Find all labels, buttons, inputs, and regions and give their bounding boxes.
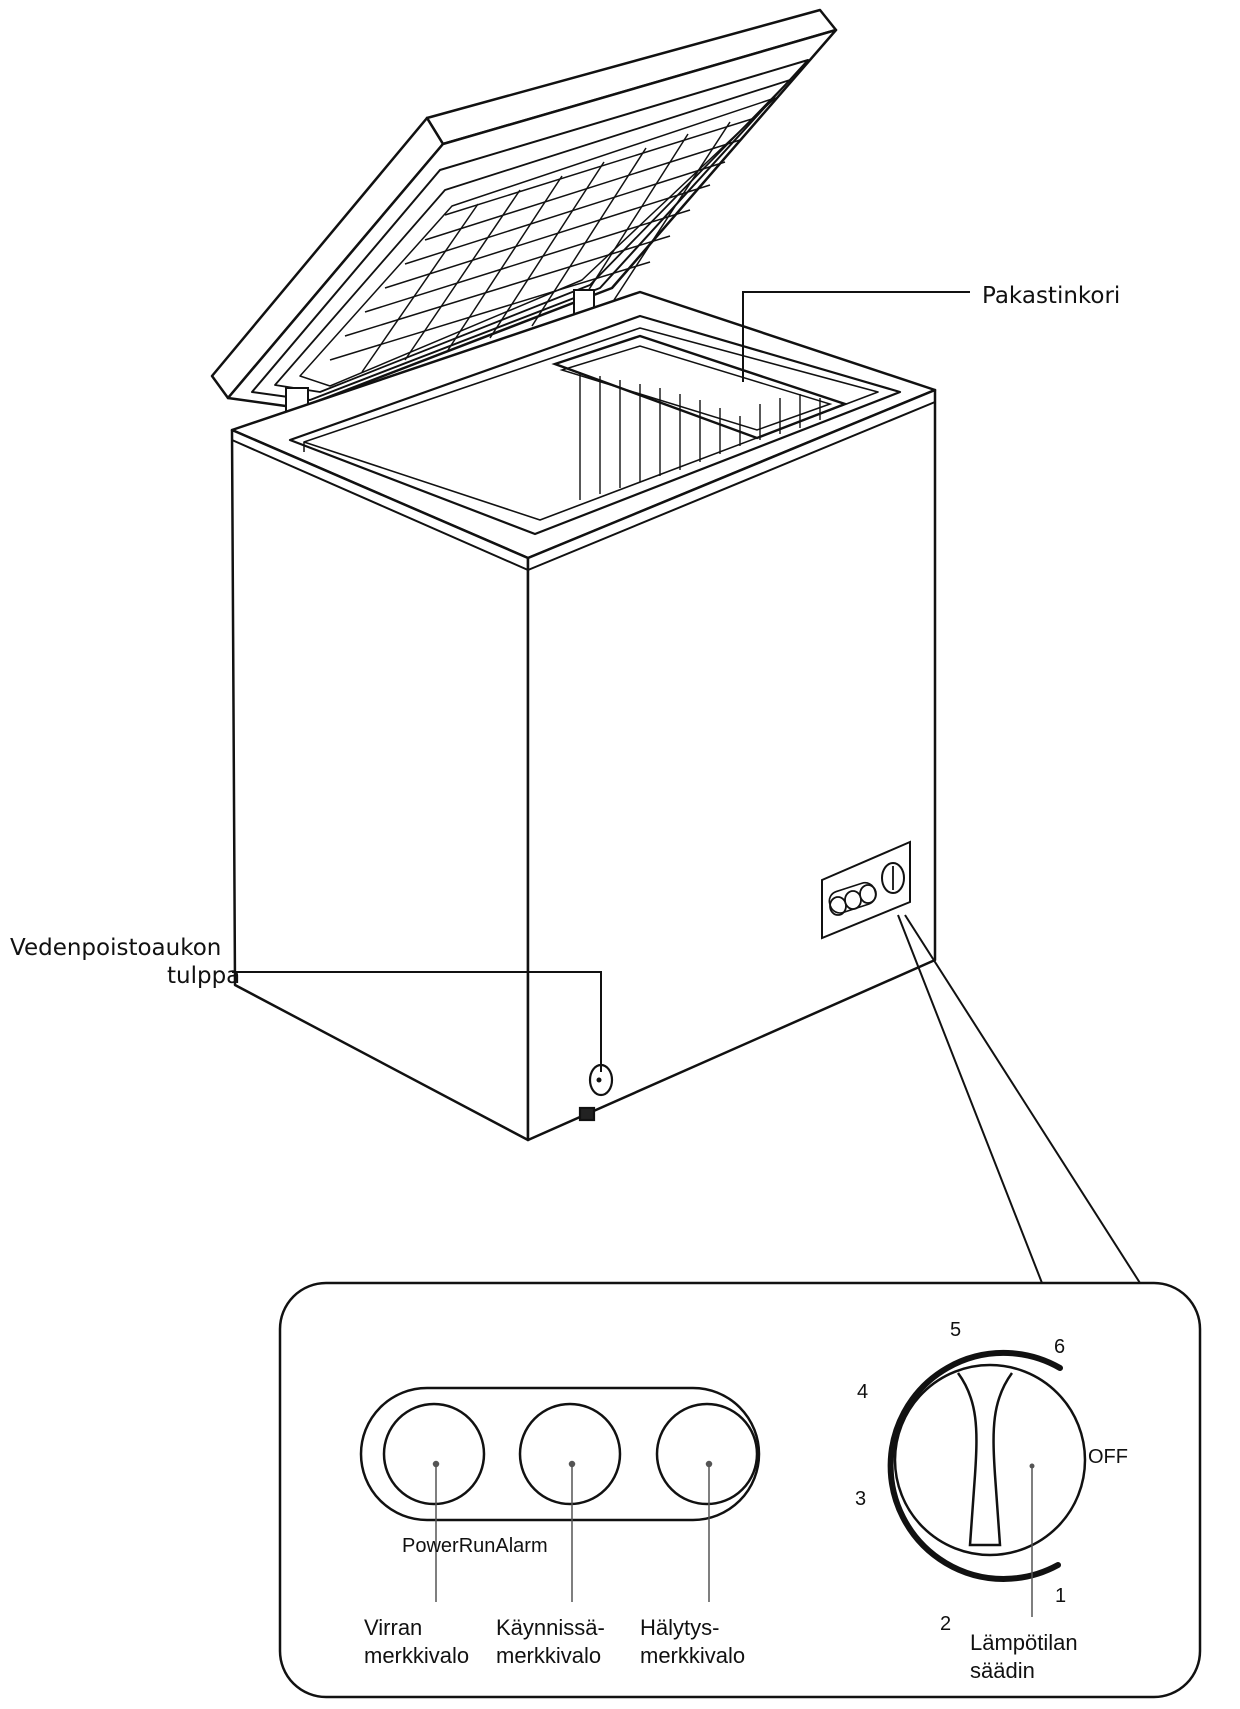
freezer-lid (210, 8, 838, 410)
indicator-pointers (432, 1460, 713, 1602)
control-panel-small (821, 840, 911, 940)
run-light (518, 1402, 622, 1506)
power-light-label-line1: Virran (364, 1615, 422, 1640)
drain-plug-label-line2: tulppa (167, 963, 240, 989)
alarm-light-label-line2: merkkivalo (640, 1643, 745, 1668)
drain-plug-label-line1: Vedenpoistoaukon (10, 935, 221, 961)
dial-setting-3: 3 (855, 1488, 866, 1510)
dial-setting-4: 4 (857, 1381, 868, 1403)
basket-label: Pakastinkori (982, 283, 1120, 309)
lights-caption: PowerRunAlarm (402, 1535, 548, 1557)
run-light-label-line2: merkkivalo (496, 1643, 601, 1668)
dial-setting-1: 1 (1055, 1585, 1066, 1607)
alarm-light (655, 1402, 759, 1506)
power-light-label-line2: merkkivalo (364, 1643, 469, 1668)
thermostat-label-line1: Lämpötilan (970, 1630, 1078, 1655)
callout-lines (232, 291, 1141, 1284)
run-light-label-line1: Käynnissä- (496, 1615, 605, 1640)
dial-scale-arc (887, 1349, 1063, 1582)
lid-grid (329, 117, 756, 373)
thermostat-label-line2: säädin (970, 1658, 1035, 1683)
dial-setting-5: 5 (950, 1319, 961, 1341)
drain-plug (578, 1063, 614, 1122)
zoomed-control-panel: PowerRunAlarm Virran merkkivalo Käynniss… (278, 1281, 1202, 1699)
dial-off-label: OFF (1088, 1446, 1128, 1468)
thermostat-dial (887, 1349, 1087, 1617)
freezer-basket (551, 334, 849, 500)
dial-setting-6: 6 (1054, 1336, 1065, 1358)
dial-setting-2: 2 (940, 1613, 951, 1635)
freezer-cabinet (230, 290, 937, 1142)
power-light (382, 1402, 486, 1506)
alarm-light-label-line1: Hälytys- (640, 1615, 719, 1640)
indicator-lights (359, 1386, 761, 1522)
